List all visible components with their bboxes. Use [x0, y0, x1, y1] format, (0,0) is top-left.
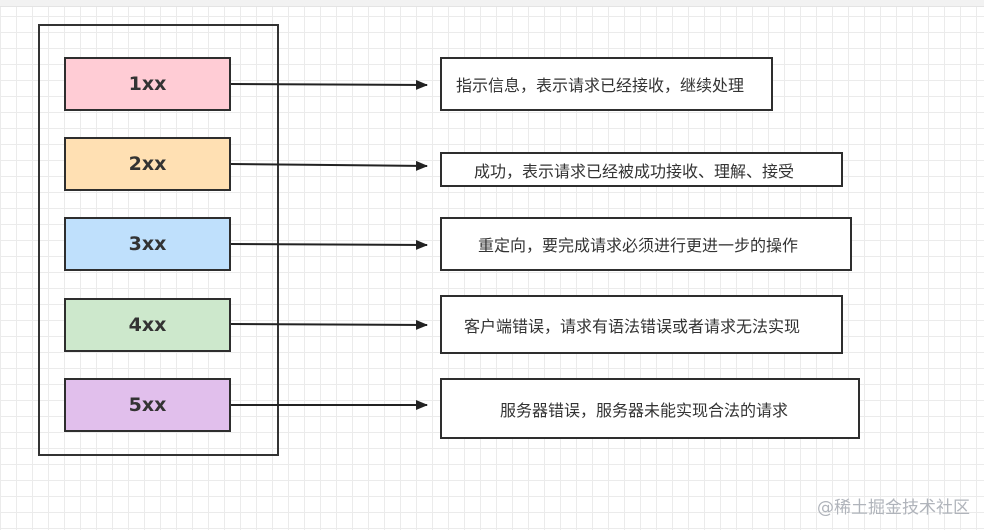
code-box-1xx: 1xx — [64, 57, 231, 111]
status-code-group — [38, 24, 279, 456]
desc-box-4xx: 客户端错误，请求有语法错误或者请求无法实现 — [440, 295, 843, 354]
code-box-2xx: 2xx — [64, 137, 231, 191]
watermark: @稀土掘金技术社区 — [817, 498, 970, 518]
top-rule — [0, 0, 984, 7]
desc-box-5xx: 服务器错误，服务器未能实现合法的请求 — [440, 378, 860, 439]
code-box-4xx: 4xx — [64, 298, 231, 352]
desc-box-3xx: 重定向，要完成请求必须进行更进一步的操作 — [440, 217, 852, 271]
desc-box-2xx: 成功，表示请求已经被成功接收、理解、接受 — [440, 152, 843, 187]
desc-box-1xx: 指示信息，表示请求已经接收，继续处理 — [440, 57, 773, 111]
code-box-5xx: 5xx — [64, 378, 231, 432]
code-box-3xx: 3xx — [64, 217, 231, 271]
